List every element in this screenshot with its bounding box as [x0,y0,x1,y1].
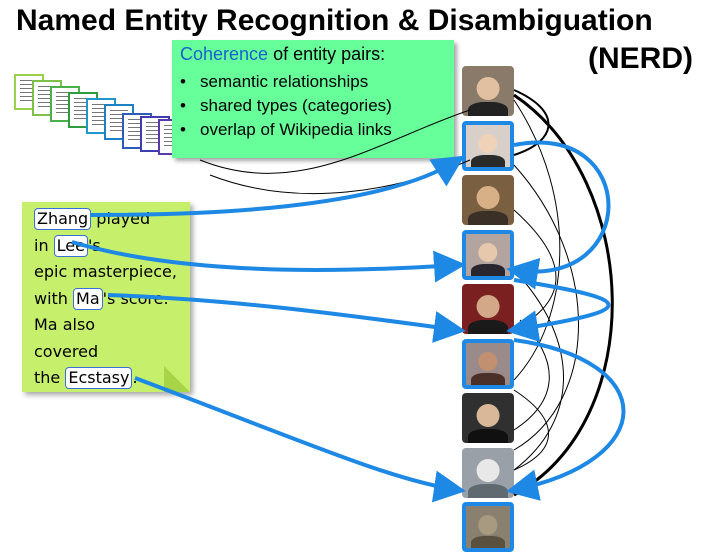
note-text-segment: in [34,235,54,255]
portrait-body [468,483,508,498]
relation-curve [513,389,549,471]
portrait-body [468,429,508,443]
note-corner-fold [164,366,190,392]
entity-mention[interactable]: Zhang [34,208,92,230]
portrait-face [476,295,500,318]
candidate-entity-image[interactable] [462,284,514,334]
note-text-segment: Ma also [34,315,96,334]
document-stack [14,74,214,164]
relation-curve [513,269,564,471]
entity-mention[interactable]: Lee [53,234,88,257]
note-line: covered [34,339,177,366]
note-text-segment: covered [34,341,99,361]
candidate-entity-image[interactable] [462,175,514,225]
portrait-body [471,372,505,385]
bullet-glyph: • [180,72,186,91]
candidate-entity-image[interactable] [462,66,514,116]
portrait-face [478,515,498,535]
candidate-entity-image[interactable] [462,393,514,443]
link-layer [71,89,626,503]
bullet-glyph: • [180,120,186,139]
mention-link-arrow [89,155,465,217]
coherence-item-label: overlap of Wikipedia links [200,120,392,139]
portrait-face [478,133,498,154]
portrait-body [471,263,505,276]
note-line: Ma also [34,312,177,339]
coherence-item-label: semantic relationships [200,72,369,91]
relation-curve [209,159,471,194]
coherence-item: • overlap of Wikipedia links [180,118,392,142]
note-line: the Ecstasy. [34,365,177,392]
portrait-body [468,102,508,116]
coherence-box: Coherence of entity pairs: • semantic rel… [172,40,454,158]
portrait-body [468,211,508,225]
coherence-item-label: shared types (categories) [200,96,392,115]
relation-curves [199,89,614,497]
candidate-entity-image[interactable] [462,120,514,171]
entity-mention[interactable]: Ma [73,287,103,310]
portrait-face [476,77,500,100]
mention-link-arrow [71,240,466,283]
coherence-heading: Coherence of entity pairs: [180,44,385,65]
mention-link-arrow [107,293,466,343]
entity-mention[interactable]: Ecstasy [65,367,133,389]
coherence-item: • shared types (categories) [180,94,392,118]
relation-curve [513,93,614,497]
entity-link-arrow [506,140,611,290]
mention-link-arrow [134,376,466,503]
portrait-face [476,458,500,482]
relation-curve [513,164,579,451]
portrait-body [468,320,508,334]
candidate-entity-image[interactable] [462,338,514,389]
note-text-segment: the [34,368,66,387]
note-text-segment: epic masterpiece, [34,262,177,281]
portrait-body [471,154,505,167]
title-acronym: (NERD) [588,42,693,75]
note-line: in Lee's [34,233,177,260]
candidate-entity-image[interactable] [462,447,514,498]
candidate-entity-image[interactable] [462,229,514,280]
coherence-list: • semantic relationships • shared types (c… [180,70,392,142]
coherence-heading-rest: of entity pairs: [268,44,386,64]
entity-link-arrow [506,278,611,343]
portrait-face [476,404,500,427]
slide-title: Named Entity Recognition & Disambiguatio… [16,4,653,37]
portrait-face [476,186,500,209]
portrait-face [478,351,498,372]
bullet-glyph: • [180,96,186,115]
note-line: epic masterpiece, [34,259,177,286]
relation-curve [513,99,561,381]
relation-curve [199,109,471,174]
note-text-segment: . [132,368,138,387]
entity-link-arrow [506,338,626,501]
relation-curve [513,319,550,431]
mention-links [71,140,626,503]
note-text-segment: with [34,288,74,308]
portrait-face [478,242,498,263]
coherence-keyword: Coherence [180,44,269,64]
coherence-item: • semantic relationships [180,70,392,94]
